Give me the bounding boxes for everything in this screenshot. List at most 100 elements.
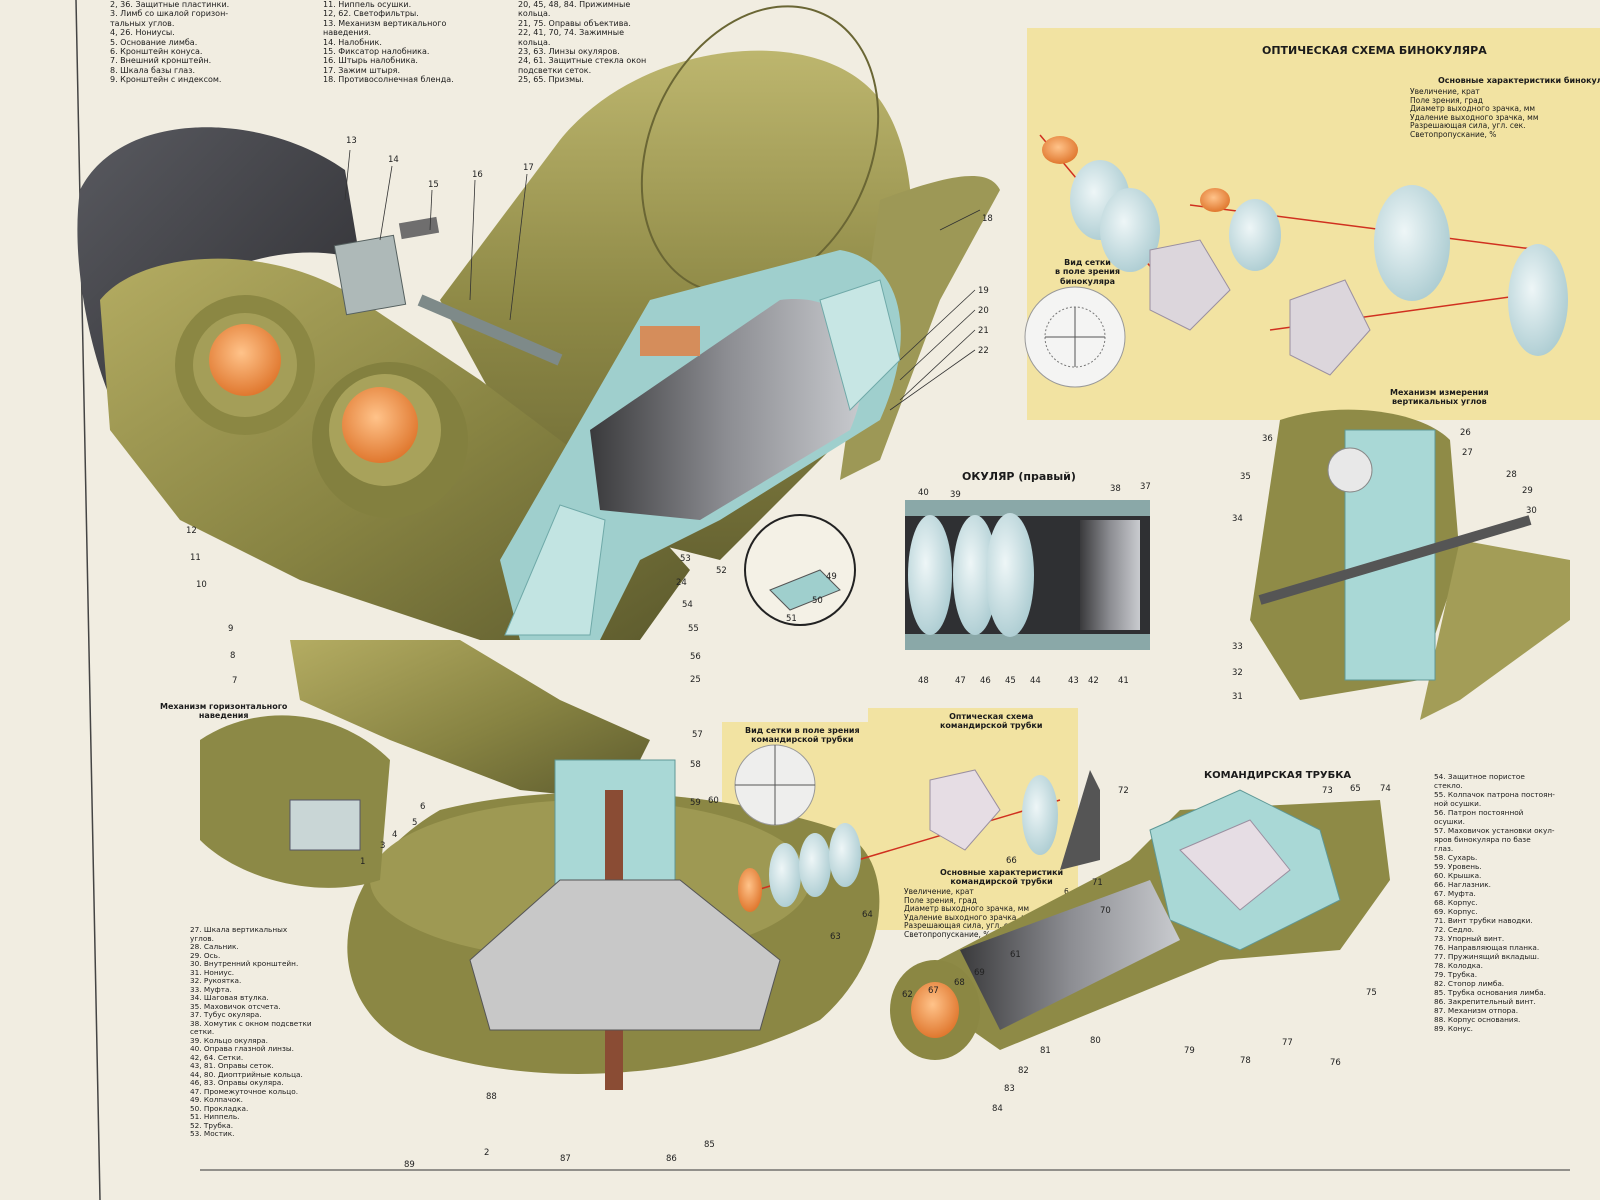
legend-bottom-left-line: 28. Сальник.: [190, 942, 239, 951]
callout-72: 72: [1118, 786, 1129, 796]
callout-27: 27: [1462, 448, 1473, 458]
cmd-reticle-panel: [722, 722, 868, 944]
legend-bottom-left-line: 31. Нониус.: [190, 967, 235, 977]
callout-70: 70: [1100, 906, 1111, 916]
legend-right-line: 56. Патрон постоянной: [1434, 808, 1524, 817]
cmd-reticle-title-line: Вид сетки в поле зрения: [745, 726, 860, 735]
legend-right-line: стекло.: [1434, 781, 1463, 790]
vertical-mech-title-line: вертикальных углов: [1391, 397, 1487, 407]
callout-62: 62: [902, 990, 913, 1000]
legend-right-line: 89. Конус.: [1434, 1024, 1473, 1033]
legend-top-col1-line: 2, 36. Защитные пластинки.: [110, 0, 230, 9]
callout-85: 85: [704, 1140, 715, 1150]
callout-63: 63: [830, 932, 841, 942]
callout-43: 43: [1068, 676, 1079, 686]
legend-bottom-left-line: 32. Рукоятка.: [190, 976, 242, 985]
callout-26: 26: [1460, 428, 1471, 438]
legend-bottom-left-line: 42, 64. Сетки.: [190, 1052, 244, 1062]
callout-83: 83: [1004, 1084, 1015, 1094]
legend-top-col2: 11. Ниппель осушки.12, 62. Светофильтры.…: [323, 0, 454, 85]
callout-41: 41: [1118, 676, 1129, 686]
callout-78: 78: [1240, 1056, 1251, 1066]
legend-right-line: яров бинокуляра по базе: [1434, 835, 1531, 844]
optical-scheme-chars-line: Светопропускание, %: [1410, 129, 1497, 139]
legend-top-col1-line: 7. Внешний кронштейн.: [110, 56, 212, 66]
optical-scheme-subtitle: Основные характеристики бинокуляра: [1438, 76, 1600, 85]
cmd-chars-title-line: командирской трубки: [950, 877, 1053, 887]
callout-28: 28: [1506, 470, 1517, 480]
legend-right-line: 87. Механизм отпора.: [1434, 1006, 1519, 1015]
legend-bottom-left-line: углов.: [190, 933, 214, 943]
callout-48: 48: [918, 676, 929, 686]
callout-20: 20: [978, 306, 989, 316]
legend-bottom-left-line: 30. Внутренний кронштейн.: [190, 959, 299, 968]
callout-3: 3: [380, 841, 386, 851]
legend-top-col2-line: 17. Зажим штыря.: [323, 65, 401, 75]
callout-32: 32: [1232, 668, 1243, 678]
callout-86: 86: [666, 1154, 677, 1164]
legend-right-line: 59. Уровень.: [1434, 862, 1482, 871]
legend-bottom-left-line: 51. Ниппель.: [190, 1112, 240, 1121]
callout-44: 44: [1030, 676, 1041, 686]
callout-82: 82: [1018, 1066, 1029, 1076]
horizontal-mech-title-line: Механизм горизонтального: [160, 702, 288, 711]
legend-bottom-left-line: 43, 81. Оправы сеток.: [190, 1061, 274, 1070]
callout-35: 35: [1240, 472, 1251, 482]
horizontal-mech-title-line: наведения: [198, 711, 249, 721]
callout-69: 69: [974, 968, 985, 978]
callout-60: 60: [708, 796, 719, 806]
callout-39: 39: [950, 490, 961, 500]
callout-37: 37: [1140, 482, 1151, 492]
callout-34: 34: [1232, 514, 1243, 524]
legend-top-col2-line: 15. Фиксатор налобника.: [323, 47, 430, 57]
legend-top-col1: 2, 36. Защитные пластинки.3. Лимб со шка…: [110, 0, 229, 85]
callout-30: 30: [1526, 506, 1537, 516]
legend-bottom-left-line: 34. Шаговая втулка.: [190, 993, 269, 1002]
legend-bottom-left-line: 40. Оправа глазной линзы.: [190, 1044, 294, 1053]
legend-bottom-left-line: 49. Колпачок.: [190, 1095, 243, 1104]
legend-right-line: ной осушки.: [1434, 799, 1482, 808]
legend-right-line: 73. Упорный винт.: [1434, 934, 1505, 943]
callout-33: 33: [1232, 642, 1243, 652]
callout-79: 79: [1184, 1046, 1195, 1056]
legend-top-col3-line: кольца.: [518, 37, 551, 47]
legend-top-col3-line: подсветки сеток.: [518, 65, 592, 75]
callout-64: 64: [862, 910, 873, 920]
callout-15: 15: [428, 180, 439, 190]
legend-top-col2-line: 12, 62. Светофильтры.: [323, 9, 419, 19]
eyepiece-title: ОКУЛЯР (правый): [962, 470, 1076, 483]
legend-bottom-left-line: 44, 80. Диоптрийные кольца.: [190, 1069, 303, 1079]
cmd-reticle-title-line: командирской трубки: [751, 735, 854, 745]
legend-bottom-left-line: 53. Мостик.: [190, 1129, 235, 1138]
legend-right-line: 72. Седло.: [1434, 925, 1475, 934]
callout-17: 17: [523, 163, 534, 173]
callout-29: 29: [1522, 486, 1533, 496]
callout-81: 81: [1040, 1046, 1051, 1056]
callout-53: 53: [680, 554, 691, 564]
legend-right-line: глаз.: [1434, 844, 1454, 853]
callout-18: 18: [982, 214, 993, 224]
legend-top-col1-line: тальных углов.: [110, 18, 175, 28]
legend-top-col3-line: 21, 75. Оправы объектива.: [518, 18, 631, 28]
legend-top-col3-line: 25, 65. Призмы.: [518, 75, 584, 85]
callout-84: 84: [992, 1104, 1003, 1114]
callout-45: 45: [1005, 676, 1016, 686]
legend-bottom-left-line: 46, 83. Оправы окуляра.: [190, 1078, 284, 1087]
legend-bottom-left-line: 27. Шкала вертикальных: [190, 925, 288, 934]
callout-59: 59: [690, 798, 701, 808]
legend-top-col2-line: 16. Штырь налобника.: [323, 56, 418, 66]
callout-54: 54: [682, 600, 693, 610]
legend-bottom-left-line: сетки.: [190, 1027, 215, 1036]
legend-bottom-left-line: 50. Прокладка.: [190, 1103, 249, 1113]
legend-right-line: 58. Сухарь.: [1434, 853, 1478, 862]
legend-bottom-left-line: 37. Тубус окуляра.: [190, 1010, 262, 1019]
legend-top-col2-line: наведения.: [323, 28, 372, 38]
callout-11: 11: [190, 553, 201, 563]
callout-80: 80: [1090, 1036, 1101, 1046]
